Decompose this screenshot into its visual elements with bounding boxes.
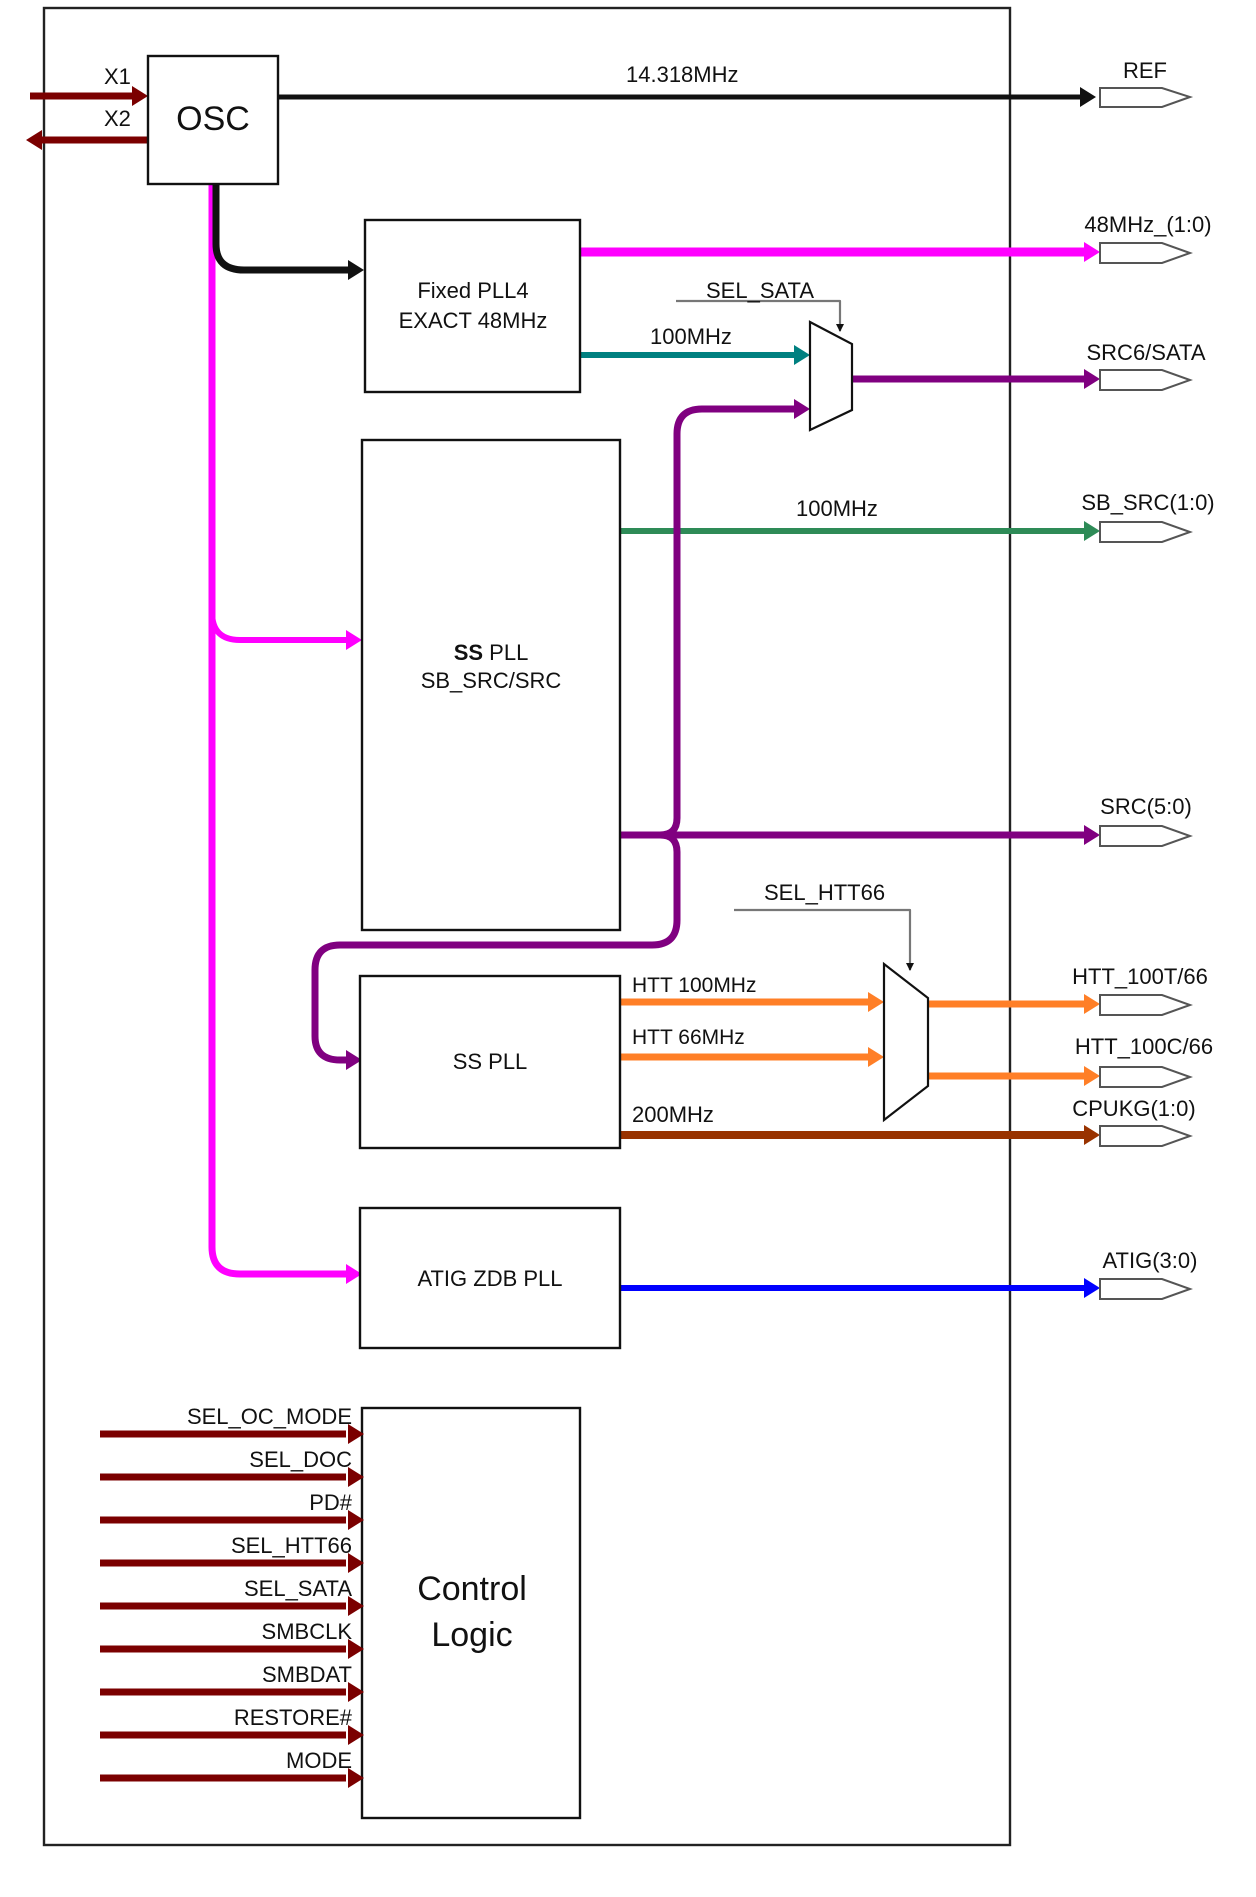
out-cpukg-label: CPUKG(1:0)	[1072, 1096, 1195, 1121]
arrowhead-src6	[1084, 369, 1100, 389]
out-htt100c-label: HTT_100C/66	[1075, 1034, 1213, 1059]
sspll1-label-bold: SS	[454, 640, 483, 665]
pin-sbsrc	[1099, 521, 1193, 543]
pin-src6	[1099, 369, 1193, 391]
arrowhead-htt100	[868, 992, 884, 1012]
wire-magenta-to-sspll1	[209, 611, 350, 643]
arrowhead-pll4	[348, 260, 364, 280]
mux-htt	[882, 961, 930, 1123]
htt100-label: HTT 100MHz	[632, 974, 756, 997]
atig-pll-label: ATIG ZDB PLL	[417, 1266, 562, 1291]
arrowhead-atig	[1084, 1278, 1100, 1298]
mux-sata	[808, 320, 854, 432]
pll4-label-line2: EXACT 48MHz	[399, 308, 548, 333]
out-htt100t-label: HTT_100T/66	[1072, 964, 1208, 989]
ctrl-input-arrowhead-sel-doc	[348, 1467, 364, 1487]
arrowhead-sspll2	[346, 1050, 362, 1070]
out-src6-label: SRC6/SATA	[1087, 340, 1206, 365]
ref-freq-label: 14.318MHz	[626, 62, 739, 87]
arrowheads	[26, 86, 1100, 1298]
wire-sel-htt66	[734, 908, 914, 971]
sspll2-label: SS PLL	[453, 1049, 528, 1074]
ctrl-input-arrowhead-sel-oc-mode	[348, 1424, 364, 1444]
sbsrc-100mhz-label: 100MHz	[796, 496, 878, 521]
sata-100mhz-label: 100MHz	[650, 324, 732, 349]
pin-htt100c	[1099, 1066, 1193, 1088]
ctrl-label-sel-sata: SEL_SATA	[244, 1576, 352, 1601]
out-48mhz-label: 48MHz_(1:0)	[1084, 212, 1211, 237]
arrowhead-htt100c	[1084, 1066, 1100, 1086]
sspll1-block	[360, 438, 622, 932]
pll4-block	[363, 218, 582, 394]
sspll1-label-line2: SB_SRC/SRC	[421, 668, 562, 693]
ctrl-input-arrowhead-sel-htt66	[348, 1553, 364, 1573]
wire-purple-to-mux	[659, 405, 797, 839]
arrowhead-x2	[26, 130, 42, 150]
ctrl-input-arrowhead-sel-sata	[348, 1596, 364, 1616]
pin-src	[1099, 825, 1193, 847]
ctrl-label-pd: PD#	[309, 1490, 353, 1515]
out-src-label: SRC(5:0)	[1100, 794, 1192, 819]
arrowhead-htt66	[868, 1047, 884, 1067]
ctrl-label-restore: RESTORE#	[234, 1705, 353, 1730]
sel-htt66-label: SEL_HTT66	[764, 880, 885, 905]
out-atig-label: ATIG(3:0)	[1103, 1248, 1198, 1273]
ctrl-label-sel-htt66: SEL_HTT66	[231, 1533, 352, 1558]
ctrl-input-arrowhead-restore	[348, 1725, 364, 1745]
ctrl-input-arrowhead-mode	[348, 1768, 364, 1788]
control-input-arrows	[100, 1424, 364, 1788]
arrowhead-sspll1	[346, 630, 362, 650]
ctrl-label-mode: MODE	[286, 1748, 352, 1773]
wires	[30, 92, 1085, 1291]
wire-sel-sata	[676, 299, 844, 332]
control-logic-line1: Control	[417, 1570, 527, 1608]
ctrl-label-sel-oc-mode: SEL_OC_MODE	[187, 1404, 352, 1429]
ctrl-input-arrowhead-pd	[348, 1510, 364, 1530]
chip-outline	[42, 6, 1012, 1847]
x1-label: X1	[104, 64, 131, 89]
ctrl-input-arrowhead-smbdat	[348, 1682, 364, 1702]
arrowhead-sbsrc	[1084, 521, 1100, 541]
arrowhead-mux-purple	[794, 399, 810, 419]
control-input-labels: SEL_OC_MODE SEL_DOC PD# SEL_HTT66 SEL_SA…	[187, 1404, 353, 1773]
pin-ref	[1099, 87, 1194, 108]
sel-sata-label: SEL_SATA	[706, 278, 814, 303]
wire-osc-to-pll4	[212, 184, 352, 274]
out-sbsrc-label: SB_SRC(1:0)	[1081, 490, 1214, 515]
output-pins	[1099, 87, 1194, 1300]
control-logic-block	[360, 1406, 582, 1820]
pin-htt100t	[1099, 994, 1193, 1016]
arrowhead-48mhz	[1084, 242, 1100, 262]
osc-block	[146, 54, 280, 186]
pin-atig	[1099, 1278, 1193, 1300]
ctrl-label-sel-doc: SEL_DOC	[249, 1447, 352, 1472]
arrowhead-ref	[1080, 87, 1096, 107]
arrowhead-htt100t	[1084, 994, 1100, 1014]
ctrl-label-smbclk: SMBCLK	[262, 1619, 353, 1644]
pll4-label-line1: Fixed PLL4	[417, 278, 528, 303]
atig-block	[358, 1206, 622, 1350]
arrowhead-cpukg	[1084, 1125, 1100, 1145]
wire-purple-to-sspll2	[311, 831, 681, 1064]
sspll1-label-rest: PLL	[483, 640, 528, 665]
htt66-label: HTT 66MHz	[632, 1026, 745, 1049]
ctrl-input-arrowhead-smbclk	[348, 1639, 364, 1659]
osc-label: OSC	[176, 100, 250, 138]
out-ref-label: REF	[1123, 58, 1167, 83]
control-logic-line2: Logic	[431, 1616, 512, 1654]
ctrl-label-smbdat: SMBDAT	[262, 1662, 352, 1687]
arrowhead-x1	[132, 86, 148, 106]
sspll1-label-line1: SS PLL	[454, 640, 529, 665]
wire-osc-magenta-trunk	[208, 184, 350, 1278]
cpu200-label: 200MHz	[632, 1102, 714, 1127]
arrowhead-mux-teal	[794, 345, 810, 365]
arrowhead-atig-pll	[346, 1264, 362, 1284]
sspll2-block	[358, 974, 622, 1150]
arrowhead-src	[1084, 825, 1100, 845]
x2-label: X2	[104, 106, 131, 131]
pin-cpukg	[1099, 1125, 1193, 1147]
pin-48mhz	[1099, 242, 1193, 264]
